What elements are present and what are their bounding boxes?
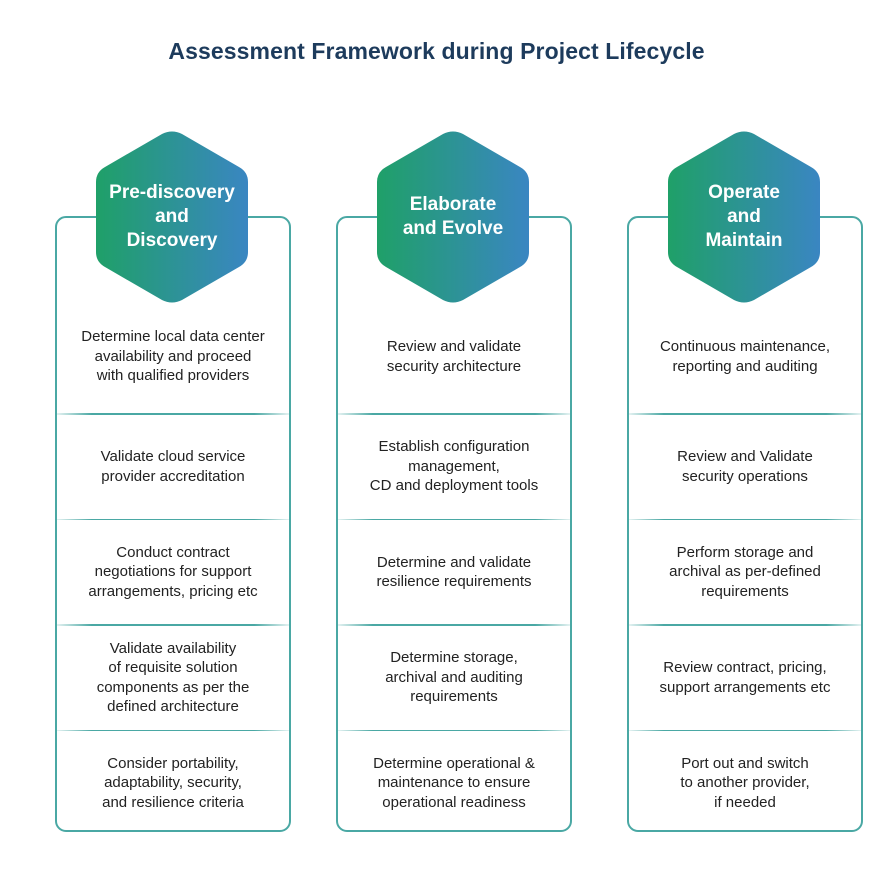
phase-title: Operate and Maintain bbox=[705, 182, 783, 251]
divider bbox=[57, 729, 289, 731]
phase-items: Continuous maintenance, reporting and au… bbox=[627, 300, 863, 835]
phase-card bbox=[627, 216, 863, 832]
divider bbox=[57, 518, 289, 520]
divider bbox=[57, 624, 289, 626]
phase-hexagon: Operate and Maintain bbox=[667, 130, 821, 304]
phase-item: Continuous maintenance, reporting and au… bbox=[659, 338, 831, 375]
phase-items: Review and validate security architectur… bbox=[336, 300, 572, 835]
phase-item: Determine local data center availability… bbox=[81, 328, 265, 385]
divider bbox=[629, 729, 861, 731]
divider bbox=[338, 624, 570, 626]
phase-item: Perform storage and archival as per-defi… bbox=[669, 543, 821, 600]
phase-column-pre-discovery: Pre-discovery and Discovery Determine lo… bbox=[55, 130, 291, 832]
phase-item: Review and validate security architectur… bbox=[386, 338, 522, 375]
phase-item: Consider portability, adaptability, secu… bbox=[102, 754, 244, 811]
phase-item: Determine operational & maintenance to e… bbox=[373, 754, 535, 811]
divider bbox=[338, 729, 570, 731]
phase-items: Determine local data center availability… bbox=[55, 300, 291, 835]
phase-item: Validate availability of requisite solut… bbox=[96, 639, 250, 716]
divider bbox=[629, 518, 861, 520]
phase-item: Validate cloud service provider accredit… bbox=[100, 448, 246, 485]
divider bbox=[338, 518, 570, 520]
page-title: Assessment Framework during Project Life… bbox=[168, 38, 705, 64]
phase-title: Pre-discovery and Discovery bbox=[109, 182, 235, 251]
divider bbox=[57, 413, 289, 415]
divider bbox=[629, 413, 861, 415]
phase-column-elaborate: Elaborate and Evolve Review and validate… bbox=[336, 130, 572, 832]
divider bbox=[338, 413, 570, 415]
phase-item: Port out and switch to another provider,… bbox=[680, 754, 810, 811]
phase-card bbox=[336, 216, 572, 832]
phase-title: Elaborate and Evolve bbox=[402, 194, 504, 239]
phase-item: Review contract, pricing, support arrang… bbox=[659, 659, 831, 696]
phase-item: Review and Validate security operations bbox=[677, 448, 813, 485]
phase-item: Determine storage, archival and auditing… bbox=[385, 649, 523, 706]
phase-hexagon: Pre-discovery and Discovery bbox=[95, 130, 249, 304]
phase-card bbox=[55, 216, 291, 832]
phase-column-operate: Operate and Maintain Continuous maintena… bbox=[627, 130, 863, 832]
phase-hexagon: Elaborate and Evolve bbox=[376, 130, 530, 304]
divider bbox=[629, 624, 861, 626]
phase-item: Conduct contract negotiations for suppor… bbox=[88, 543, 258, 600]
phase-item: Determine and validate resilience requir… bbox=[376, 553, 532, 591]
phase-item: Establish configuration management, CD a… bbox=[369, 438, 539, 495]
